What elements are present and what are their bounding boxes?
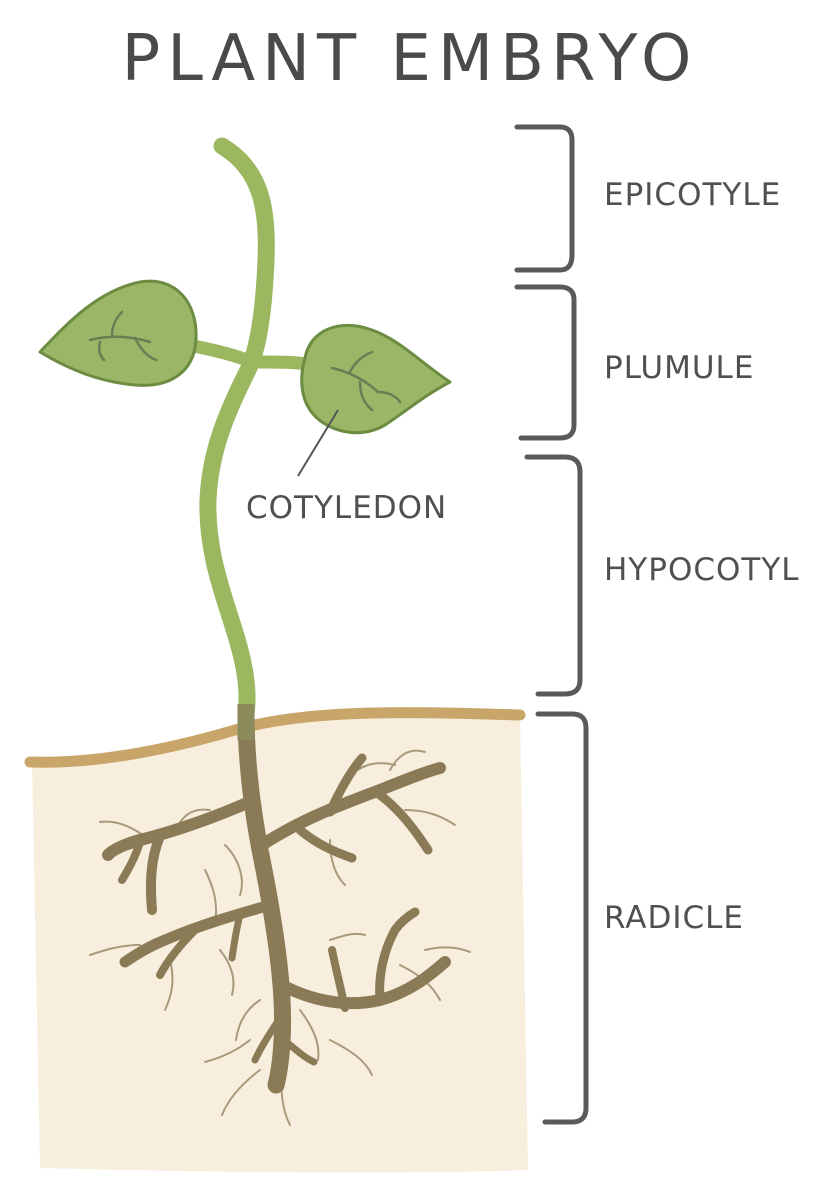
root-system [102, 703, 451, 1094]
left-cotyledon-leaf [38, 279, 198, 387]
plumule-label: PLUMULE [604, 350, 754, 386]
bracket-radicle [535, 711, 589, 1125]
cotyledon-label: COTYLEDON [246, 490, 447, 526]
region-brackets [514, 124, 589, 1125]
cotyledon-pointer-line [297, 409, 339, 477]
hypocotyl-label: HYPOCOTYL [604, 552, 800, 588]
bracket-epicotyle [514, 124, 575, 273]
stem [199, 137, 275, 740]
epicotyle-label: EPICOTYLE [604, 177, 781, 213]
root-hairs [89, 749, 471, 1126]
radicle-label: RADICLE [604, 900, 744, 936]
bracket-plumule [514, 284, 577, 441]
plant-stem [199, 137, 275, 724]
soil-surface-line [24, 707, 526, 768]
right-cotyledon-leaf [300, 323, 452, 435]
bracket-hypocotyl [524, 454, 583, 697]
diagram-title: PLANT EMBRYO [122, 22, 699, 96]
taproot [237, 703, 292, 1094]
